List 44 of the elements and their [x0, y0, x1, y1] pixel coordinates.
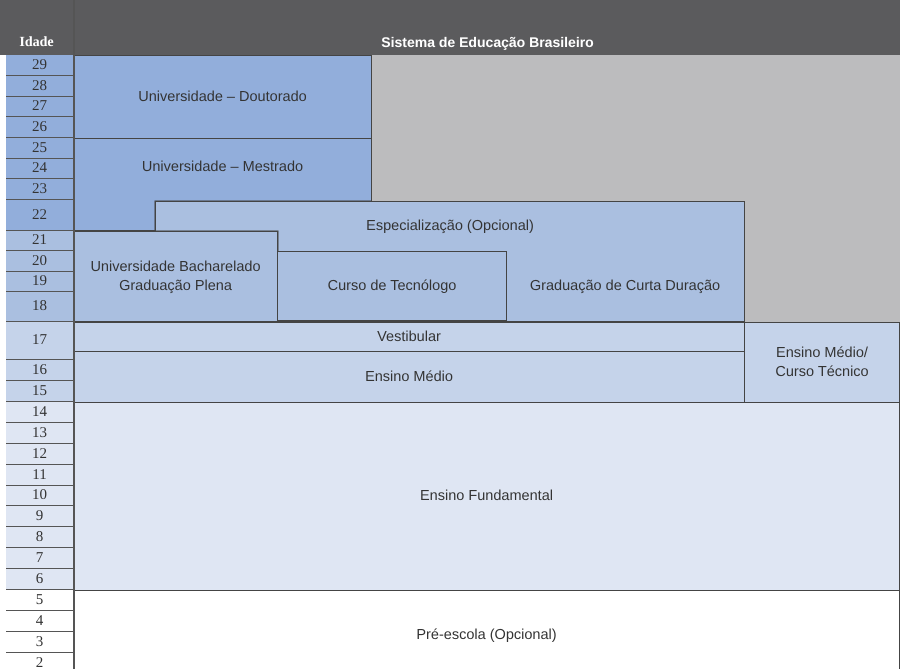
age-number: 21 — [6, 231, 73, 251]
age-number: 28 — [6, 76, 73, 97]
level-label: Graduação de Curta Duração — [528, 276, 722, 296]
level-label: Universidade Bacharelado Graduação Plena — [89, 258, 262, 295]
level-label: Universidade – Doutorado — [137, 88, 308, 106]
column-header: Idade — [0, 0, 73, 55]
age-number: 14 — [6, 402, 73, 423]
education-level-box — [73, 322, 745, 352]
age-number: 20 — [6, 251, 73, 272]
education-level-box — [744, 322, 900, 403]
age-number: 7 — [6, 548, 73, 569]
age-number: 6 — [6, 569, 73, 590]
age-number: 9 — [6, 506, 73, 527]
level-label: Universidade – Mestrado — [140, 158, 304, 176]
age-number: 19 — [6, 272, 73, 292]
age-number: 27 — [6, 97, 73, 117]
level-label: Curso de Tecnólogo — [326, 276, 458, 296]
age-number: 11 — [6, 465, 73, 486]
level-label: Vestibular — [376, 328, 442, 346]
level-label: Especialização (Opcional) — [365, 217, 535, 236]
age-number: 22 — [6, 200, 73, 231]
age-number: 10 — [6, 486, 73, 506]
age-number: 29 — [6, 55, 73, 76]
education-level-box — [73, 231, 278, 322]
age-number: 12 — [6, 444, 73, 465]
level-label: Ensino Fundamental — [419, 487, 554, 506]
level-label: Pré-escola (Opcional) — [415, 626, 558, 644]
age-number: 24 — [6, 159, 73, 179]
education-level-box — [277, 251, 507, 321]
level-label: Ensino Médio — [364, 368, 454, 386]
age-number: 15 — [6, 381, 73, 402]
age-number: 13 — [6, 423, 73, 444]
age-number: 26 — [6, 117, 73, 138]
level-label: Ensino Médio/ Curso Técnico — [774, 344, 870, 381]
age-number: 17 — [6, 322, 73, 360]
education-level-box — [73, 351, 745, 403]
age-number: 25 — [6, 138, 73, 159]
table-title: Sistema de Educação Brasileiro — [380, 34, 595, 50]
age-number: 23 — [6, 179, 73, 200]
age-number: 18 — [6, 292, 73, 322]
age-number: 8 — [6, 527, 73, 548]
education-level-box — [73, 402, 900, 591]
age-number: 16 — [6, 360, 73, 381]
education-level-box — [73, 55, 372, 139]
